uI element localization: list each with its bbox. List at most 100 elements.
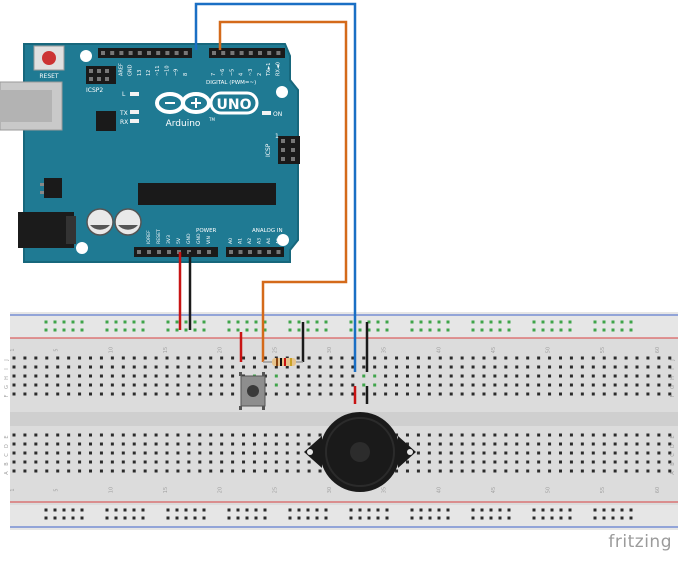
breadboard-hole bbox=[460, 392, 464, 396]
breadboard-hole bbox=[427, 392, 431, 396]
rail-hole bbox=[532, 320, 536, 324]
piezo-buzzer bbox=[304, 412, 416, 492]
breadboard-hole bbox=[471, 392, 475, 396]
breadboard-hole bbox=[34, 374, 38, 378]
breadboard-hole bbox=[548, 442, 552, 446]
breadboard-hole bbox=[351, 392, 355, 396]
breadboard-hole bbox=[285, 392, 289, 396]
breadboard-hole bbox=[657, 356, 661, 360]
breadboard-hole bbox=[646, 442, 650, 446]
breadboard-hole bbox=[635, 433, 639, 437]
breadboard-hole bbox=[416, 374, 420, 378]
breadboard-hole bbox=[340, 383, 344, 387]
rail-hole bbox=[141, 328, 145, 332]
breadboard-hole bbox=[263, 460, 267, 464]
breadboard-hole bbox=[231, 356, 235, 360]
breadboard-hole bbox=[449, 469, 453, 473]
breadboard-hole bbox=[449, 356, 453, 360]
breadboard-hole bbox=[165, 392, 169, 396]
breadboard-hole bbox=[12, 392, 16, 396]
breadboard-hole bbox=[45, 433, 49, 437]
icsp2-header bbox=[86, 66, 116, 84]
rail-hole bbox=[306, 508, 310, 512]
breadboard-hole bbox=[460, 374, 464, 378]
breadboard-hole bbox=[165, 356, 169, 360]
power-pin-label: 3V3 bbox=[166, 235, 172, 244]
breadboard-hole bbox=[89, 383, 93, 387]
breadboard-hole bbox=[493, 365, 497, 369]
column-number: 40 bbox=[436, 347, 442, 353]
breadboard-hole bbox=[23, 460, 27, 464]
breadboard-hole bbox=[646, 365, 650, 369]
breadboard-hole bbox=[56, 383, 60, 387]
row-letter: D bbox=[4, 444, 10, 448]
breadboard-hole bbox=[165, 460, 169, 464]
breadboard-hole bbox=[471, 374, 475, 378]
row-letter: D bbox=[670, 444, 676, 448]
breadboard-hole bbox=[78, 442, 82, 446]
breadboard-hole bbox=[56, 469, 60, 473]
breadboard-hole bbox=[231, 433, 235, 437]
rail-hole bbox=[123, 516, 127, 520]
rail-hole bbox=[349, 328, 353, 332]
breadboard-hole bbox=[143, 365, 147, 369]
rail-hole bbox=[602, 328, 606, 332]
rail-hole bbox=[367, 516, 371, 520]
resistor bbox=[263, 358, 303, 366]
breadboard-hole bbox=[143, 392, 147, 396]
row-letter: E bbox=[670, 435, 676, 438]
rail-hole bbox=[315, 516, 319, 520]
breadboard-hole bbox=[668, 433, 672, 437]
breadboard-hole bbox=[110, 451, 114, 455]
breadboard-hole bbox=[23, 383, 27, 387]
breadboard-hole bbox=[657, 442, 661, 446]
header-pin bbox=[267, 51, 272, 55]
rail-hole bbox=[620, 328, 624, 332]
breadboard-hole bbox=[67, 383, 71, 387]
rail-hole bbox=[559, 508, 563, 512]
rail-hole bbox=[324, 320, 328, 324]
rail-hole bbox=[602, 516, 606, 520]
breadboard-hole bbox=[318, 374, 322, 378]
breadboard-hole bbox=[482, 442, 486, 446]
breadboard-hole bbox=[231, 383, 235, 387]
breadboard-hole bbox=[559, 433, 562, 437]
breadboard-hole bbox=[121, 365, 125, 369]
rail-hole bbox=[44, 328, 48, 332]
breadboard-hole bbox=[231, 392, 235, 396]
breadboard-hole bbox=[165, 383, 169, 387]
rail-hole bbox=[498, 516, 502, 520]
breadboard-hole bbox=[23, 392, 27, 396]
breadboard-hole bbox=[482, 451, 486, 455]
breadboard-hole bbox=[154, 469, 158, 473]
rail-hole bbox=[184, 320, 188, 324]
breadboard-hole bbox=[99, 469, 103, 473]
column-number: 60 bbox=[655, 347, 661, 353]
breadboard-hole bbox=[515, 383, 519, 387]
breadboard-hole bbox=[373, 356, 377, 360]
column-number: 15 bbox=[163, 487, 169, 493]
breadboard-hole bbox=[580, 365, 584, 369]
breadboard-hole bbox=[329, 356, 333, 360]
rail-hole bbox=[315, 320, 319, 324]
breadboard-hole bbox=[23, 442, 27, 446]
breadboard-hole bbox=[657, 451, 661, 455]
breadboard-hole bbox=[154, 392, 158, 396]
breadboard-hole bbox=[526, 442, 530, 446]
breadboard-hole bbox=[198, 460, 202, 464]
breadboard-hole bbox=[296, 469, 300, 473]
breadboard-hole bbox=[569, 451, 573, 455]
breadboard-hole bbox=[242, 460, 246, 464]
breadboard-hole bbox=[526, 365, 530, 369]
breadboard-hole bbox=[176, 374, 180, 378]
column-number: 55 bbox=[600, 487, 606, 493]
rail-hole bbox=[446, 516, 450, 520]
breadboard-hole bbox=[416, 356, 420, 360]
pushbutton[interactable] bbox=[239, 372, 266, 410]
rail-hole bbox=[358, 320, 362, 324]
breadboard-hole bbox=[384, 383, 388, 387]
breadboard-hole bbox=[23, 365, 27, 369]
rail-hole bbox=[263, 328, 267, 332]
breadboard-hole bbox=[329, 365, 333, 369]
